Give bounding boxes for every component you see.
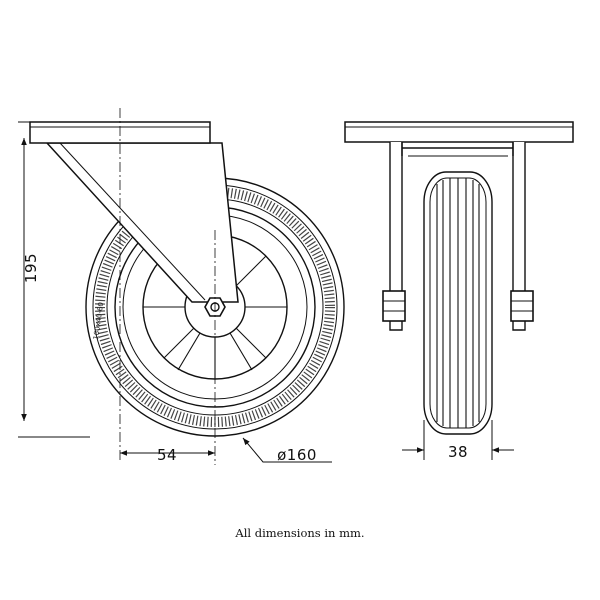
dimensions-caption: All dimensions in mm.	[235, 526, 365, 540]
offset-label: 54	[157, 446, 177, 464]
front-view	[344, 121, 574, 460]
fork-leg-right	[512, 142, 526, 331]
tread-grooves	[436, 178, 480, 428]
tread-hatch	[95, 187, 335, 427]
side-view	[29, 108, 345, 465]
height-dimension	[18, 121, 90, 438]
fork-arm	[45, 142, 239, 303]
fork-crown	[401, 142, 514, 156]
axle-nut-right	[510, 290, 534, 322]
width-label: 38	[448, 443, 468, 461]
fork-leg-left	[389, 142, 403, 331]
diameter-leader	[242, 437, 332, 463]
fork-edge	[59, 142, 206, 301]
diameter-label: ø160	[277, 446, 317, 464]
height-label: 195	[22, 253, 40, 283]
front-top-plate	[344, 121, 574, 143]
axle-nut-left	[382, 290, 406, 322]
